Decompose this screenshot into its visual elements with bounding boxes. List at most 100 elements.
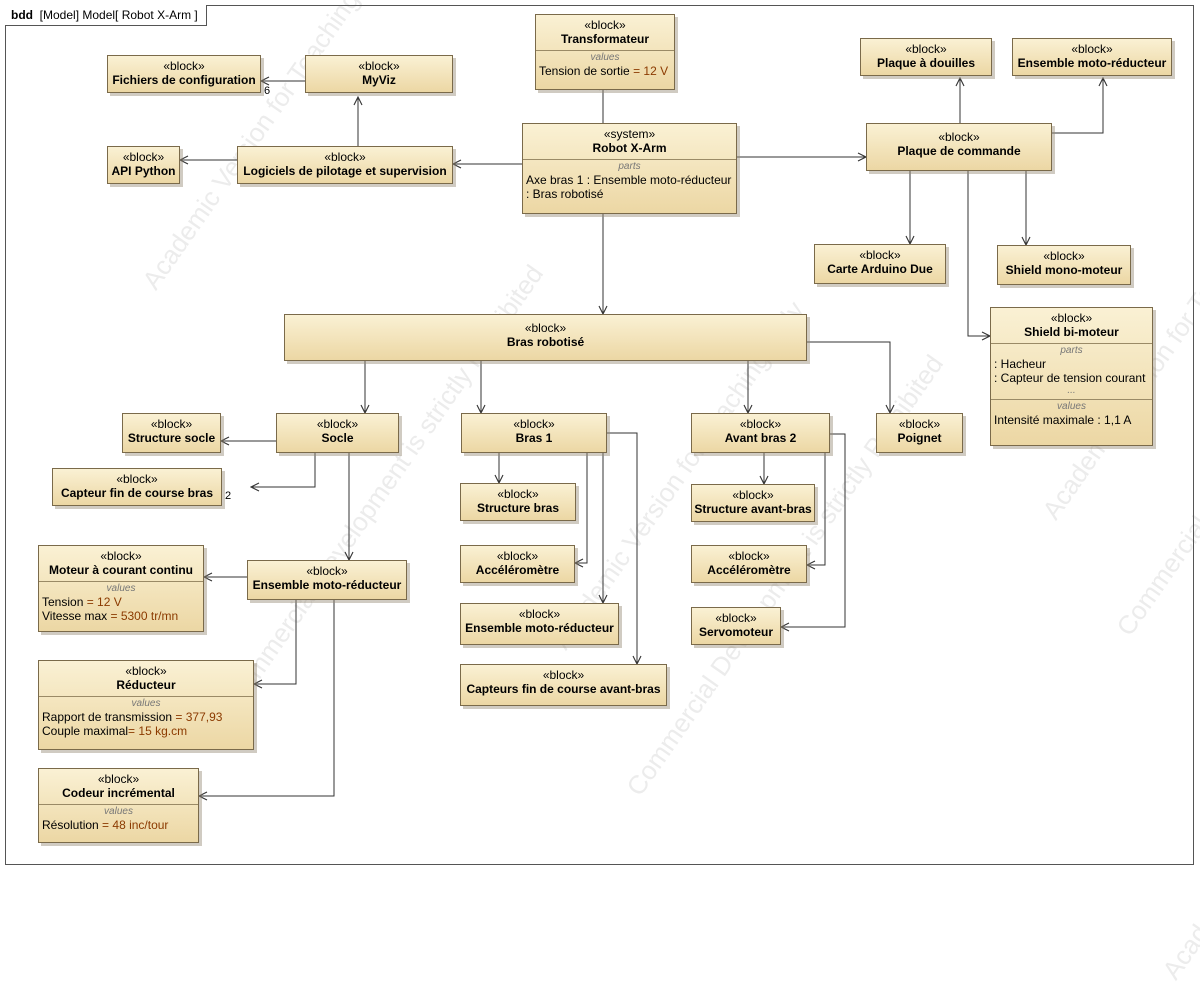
value-row: Tension de sortie = 12 V [539,64,671,78]
value-text: = 15 kg.cm [128,724,188,738]
stereotype-label: «block» [715,611,757,625]
stereotype-label: «block» [497,487,539,501]
block-ensemble-moto-reducteur-socle[interactable]: «block» Ensemble moto-réducteur [247,560,407,600]
stereotype-label: «block» [1043,249,1085,263]
values-compartment: values Tension = 12 V Vitesse max = 5300… [39,581,203,625]
block-capteur-fin-course-bras[interactable]: «block» Capteur fin de course bras [52,468,222,506]
connector-layer [0,0,1200,871]
value-label: Résolution [42,818,99,832]
part-row: : Hacheur [994,357,1047,371]
stereotype-label: «block» [1071,42,1113,56]
stereotype-label: «block» [496,549,539,563]
parts-compartment: parts : Hacheur : Capteur de tension cou… [991,343,1152,399]
block-shield-bi-moteur[interactable]: «block» Shield bi-moteur parts : Hacheur… [990,307,1153,446]
stereotype-label: «block» [1050,311,1093,325]
block-name: Ensemble moto-réducteur [252,578,402,592]
block-codeur-incremental[interactable]: «block» Codeur incrémental values Résolu… [38,768,199,843]
block-name: Structure bras [476,501,560,515]
stereotype-label: «block» [898,417,941,431]
block-name: Structure avant-bras [694,502,812,516]
block-structure-avant-bras[interactable]: «block» Structure avant-bras [691,484,815,522]
composition-connector [607,433,637,664]
block-name: Avant bras 2 [724,431,797,445]
stereotype-label: «block» [542,668,585,682]
part-row: : Capteur de tension courant [994,371,1146,385]
part-row: Axe bras 1 : Ensemble moto-réducteur [526,173,732,187]
block-name: Structure socle [127,431,216,445]
block-structure-socle[interactable]: «block» Structure socle [122,413,221,453]
block-structure-bras[interactable]: «block» Structure bras [460,483,576,521]
block-myviz[interactable]: «block» MyViz [305,55,453,93]
block-api-python[interactable]: «block» API Python [107,146,180,184]
block-ensemble-moto-reducteur-top[interactable]: «block» Ensemble moto-réducteur [1012,38,1172,76]
stereotype-label: «block» [316,417,359,431]
block-name: API Python [111,164,176,178]
block-reducteur[interactable]: «block» Réducteur values Rapport de tran… [38,660,254,750]
compartment-header: parts [1060,345,1083,356]
diagram-header: bdd [Model] Model[ Robot X-Arm ] [5,5,207,26]
block-name: Réducteur [116,678,176,692]
block-ensemble-moto-reducteur-bras[interactable]: «block» Ensemble moto-réducteur [460,603,619,645]
stereotype-label: «block» [938,130,980,144]
composition-connector [199,600,334,796]
compartment-header: values [131,698,161,709]
stereotype-label: «block» [524,321,567,335]
block-accelerometre-avant-bras[interactable]: «block» Accéléromètre [691,545,807,583]
block-plaque-douilles[interactable]: «block» Plaque à douilles [860,38,992,76]
stereotype-label: «block» [163,59,205,73]
compartment-header: values [590,52,620,63]
block-shield-mono-moteur[interactable]: «block» Shield mono-moteur [997,245,1131,285]
composition-connector [968,171,990,336]
block-name: Shield bi-moteur [1024,325,1119,339]
block-name: Poignet [897,431,942,445]
block-avant-bras-2[interactable]: «block» Avant bras 2 [691,413,830,453]
value-label: Tension [42,595,84,609]
block-moteur-courant-continu[interactable]: «block» Moteur à courant continu values … [38,545,204,632]
block-name: Plaque à douilles [876,56,976,70]
block-plaque-commande[interactable]: «block» Plaque de commande [866,123,1052,171]
block-logiciels-pilotage[interactable]: «block» Logiciels de pilotage et supervi… [237,146,453,184]
parts-compartment: parts Axe bras 1 : Ensemble moto-réducte… [523,159,736,203]
block-bras-robotise[interactable]: «block» Bras robotisé [284,314,807,361]
stereotype-label: «block» [728,549,770,563]
multiplicity-label: 6 [264,85,271,97]
block-capteurs-fin-course-avant-bras[interactable]: «block» Capteurs fin de course avant-bra… [460,664,667,706]
stereotype-label: «block» [859,248,901,262]
values-compartment: values Rapport de transmission = 377,93 … [39,696,253,740]
value-row: Tension = 12 V [42,595,200,609]
block-bras-1[interactable]: «block» Bras 1 [461,413,607,453]
stereotype-label: «block» [122,150,165,164]
block-name: Fichiers de configuration [112,73,256,87]
system-robot-x-arm[interactable]: «system» Robot X-Arm parts Axe bras 1 : … [522,123,737,214]
block-accelerometre-bras[interactable]: «block» Accéléromètre [460,545,575,583]
block-name: Ensemble moto-réducteur [1017,56,1167,70]
block-name: Bras robotisé [506,335,585,349]
value-row: Rapport de transmission = 377,93 [42,710,250,724]
compartment-header: values [104,806,133,817]
stereotype-label: «block» [358,59,400,73]
block-servomoteur[interactable]: «block» Servomoteur [691,607,781,645]
value-text: = 12 V [633,64,669,78]
block-fichiers-configuration[interactable]: «block» Fichiers de configuration [107,55,261,93]
values-compartment: values Intensité maximale : 1,1 A [991,399,1152,429]
value-row: Couple maximal= 15 kg.cm [42,724,250,738]
multiplicity-label: 2 [225,490,232,502]
stereotype-label: «block» [150,417,193,431]
block-poignet[interactable]: «block» Poignet [876,413,963,453]
block-name: Robot X-Arm [592,141,667,155]
composition-connector [575,453,587,563]
block-name: Socle [321,431,354,445]
stereotype-label: «block» [100,549,142,563]
stereotype-label: «block» [518,607,561,621]
stereotype-label: «block» [905,42,947,56]
stereotype-label: «block» [739,417,782,431]
block-name: Ensemble moto-réducteur [465,621,614,635]
block-transformateur[interactable]: «block» Transformateur values Tension de… [535,14,675,90]
composition-connector [254,600,296,684]
stereotype-label: «block» [324,150,366,164]
compartment-header: values [106,583,136,594]
stereotype-label: «block» [116,472,158,486]
block-carte-arduino-due[interactable]: «block» Carte Arduino Due [814,244,946,284]
block-name: Capteur fin de course bras [60,486,214,500]
block-socle[interactable]: «block» Socle [276,413,399,453]
